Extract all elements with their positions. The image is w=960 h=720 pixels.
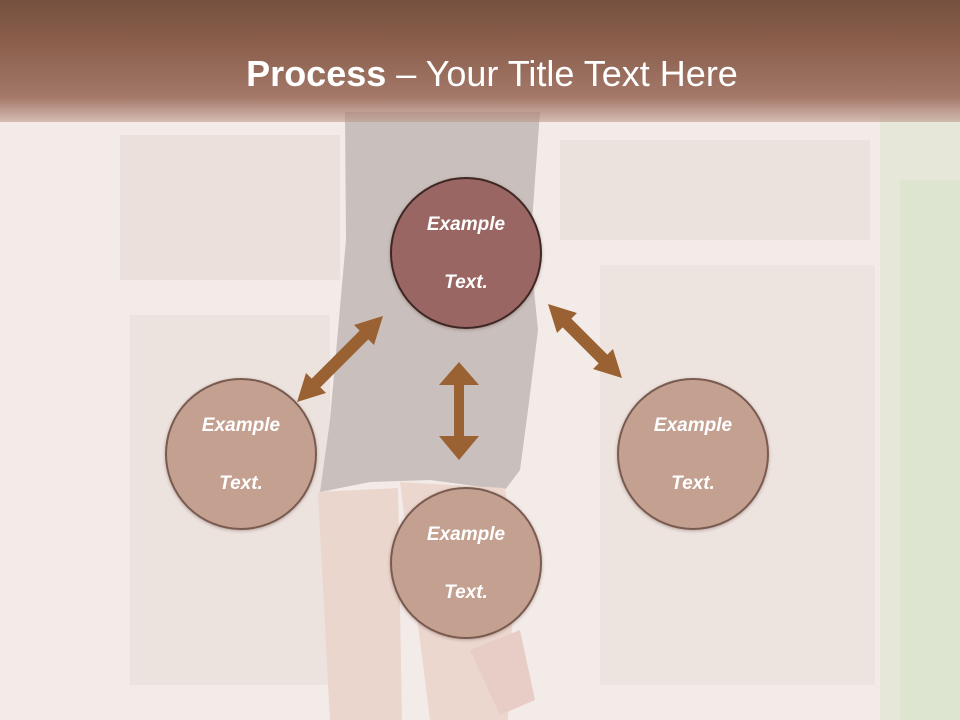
bottom-node-line2: Text. <box>444 581 488 603</box>
title-rest: – Your Title Text Here <box>386 53 738 94</box>
center-node-line1: Example <box>426 213 506 235</box>
center-node-line2: Text. <box>444 271 488 293</box>
title-bold: Process <box>246 53 387 94</box>
right-node-line1: Example <box>653 414 733 436</box>
slide-title: Process – Your Title Text Here <box>0 52 960 96</box>
left-node-line1: Example <box>201 414 281 436</box>
left-node-line2: Text. <box>219 472 263 494</box>
right-node-line2: Text. <box>671 472 715 494</box>
title-bar <box>0 0 960 122</box>
bottom-node-line1: Example <box>426 523 506 545</box>
